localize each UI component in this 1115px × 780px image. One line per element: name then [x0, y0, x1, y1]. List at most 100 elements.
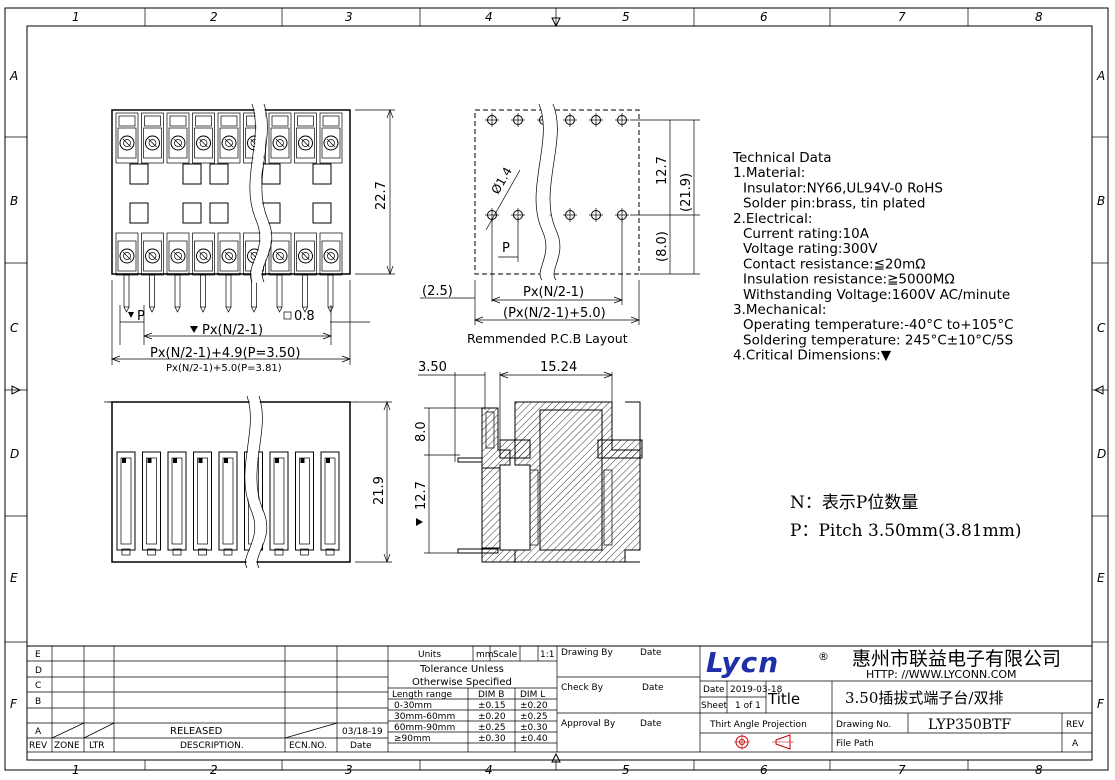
zone-col-8-bottom: 8 — [1035, 763, 1043, 777]
hdr-rev: REV — [29, 741, 48, 751]
tolerance-line-1: Tolerance Unless — [419, 664, 504, 675]
zone-col-6-bottom: 6 — [760, 763, 768, 777]
zone-row-d-left: D — [10, 447, 19, 461]
tech-line-12: Operating temperature:-40°C to+105°C — [743, 317, 1014, 333]
terminal-bottom-9 — [319, 232, 343, 276]
tol-header-1: Length range — [392, 690, 453, 700]
side-dim-127: 12.7 — [414, 481, 429, 510]
zone-row-e-left: E — [10, 571, 18, 585]
zone-row-c-right: C — [1097, 321, 1106, 335]
approval-by-date-label: Date — [640, 719, 662, 729]
pcb-layout-view: 12.7 (21.9) (8.0) Ø1.4 P (2.5) Px(N/2-1)… — [420, 101, 700, 346]
sheet-label: Sheet — [701, 701, 727, 711]
zone-row-c-left: C — [10, 321, 19, 335]
projection-label: Thirt Angle Projection — [709, 720, 807, 730]
terminal-bottom-1 — [115, 232, 139, 276]
housing-window — [129, 202, 149, 224]
square-symbol — [283, 311, 292, 320]
technical-data: Technical Data1.Material:Insulator:NY66,… — [732, 150, 1014, 364]
terminal-bottom-3 — [166, 232, 190, 276]
terminal-bottom-7 — [268, 232, 292, 276]
tolerance-block: Units mm Scale 1:1 Tolerance Unless Othe… — [388, 646, 558, 752]
drawing-by-date-label: Date — [640, 648, 662, 658]
zone-row-f-right: F — [1097, 697, 1105, 711]
front-dim-pin: 0.8 — [294, 309, 315, 324]
approval-by-label: Approval By — [561, 719, 616, 729]
zone-row-e-right: E — [1097, 571, 1105, 585]
units-label: Units — [418, 650, 441, 660]
side-section-view: 3.50 15.24 8.0 12.7 — [414, 360, 643, 563]
housing-window — [209, 202, 229, 224]
tol-cell: 60mm-90mm — [394, 723, 455, 733]
scale-value: 1:1 — [540, 650, 554, 660]
housing-window — [312, 163, 332, 185]
zone-col-2-top: 2 — [210, 10, 218, 24]
drawing-no-value: LYP350BTF — [928, 717, 1011, 733]
company-block: Lycn ® 惠州市联益电子有限公司 HTTP: //WWW.LYCONN.CO… — [700, 646, 1092, 752]
zone-row-b-left: B — [10, 194, 18, 208]
tol-cell: 0-30mm — [394, 701, 432, 711]
side-dim-80: 8.0 — [414, 421, 429, 442]
released-date: 03/18-19 — [342, 727, 383, 737]
front-dim-p: P — [137, 309, 145, 324]
third-angle-projection-icon — [734, 734, 794, 750]
hdr-zone: ZONE — [54, 741, 80, 751]
units-value: mm — [476, 650, 494, 660]
zone-col-1-top: 1 — [72, 10, 80, 24]
terminal-top-7 — [268, 112, 292, 164]
zone-row-d-right: D — [1097, 447, 1106, 461]
terminal-top-3 — [166, 112, 190, 164]
centering-marks — [11, 17, 1104, 763]
terminal-top-8 — [294, 112, 317, 164]
file-path-label: File Path — [836, 739, 874, 749]
housing-window — [312, 202, 332, 224]
zone-col-1-bottom: 1 — [72, 763, 80, 777]
tech-line-13: Soldering temperature: 245°C±10°C/5S — [743, 332, 1013, 348]
tech-line-6: Current rating:10A — [743, 226, 870, 242]
bottom-slot-2 — [142, 451, 161, 551]
zone-row-f-left: F — [10, 697, 18, 711]
company-url: HTTP: //WWW.LYCONN.COM — [866, 668, 1017, 681]
hdr-description: DESCRIPTION. — [180, 741, 244, 751]
side-dim-1524: 15.24 — [540, 360, 577, 375]
company-name-cn: 惠州市联益电子有限公司 — [852, 648, 1061, 670]
tech-line-8: Contact resistance:≦20mΩ — [743, 256, 926, 272]
tech-line-3: Insulator:NY66,UL94V-0 RoHS — [743, 180, 943, 196]
side-dim-350: 3.50 — [418, 360, 447, 375]
pcb-dim-span-total: (Px(N/2-1)+5.0) — [503, 306, 606, 321]
hdr-ltr: LTR — [89, 741, 105, 751]
tol-cell: ±0.15 — [478, 701, 506, 711]
bottom-slot-1 — [116, 451, 136, 551]
zone-col-4-top: 4 — [485, 10, 493, 24]
pcb-dim-127: 12.7 — [655, 156, 670, 185]
bottom-slot-4 — [193, 451, 212, 551]
zone-col-3-top: 3 — [345, 10, 353, 24]
housing-window — [182, 202, 202, 224]
tol-cell: ±0.20 — [520, 701, 548, 711]
terminal-top-5 — [217, 112, 241, 164]
front-dim-total-alt: Px(N/2-1)+5.0(P=3.81) — [166, 363, 282, 374]
tech-line-1: Technical Data — [732, 150, 832, 166]
date-value: 2019-03-18 — [730, 685, 783, 695]
title-value: 3.50插拔式端子台/双排 — [845, 689, 1003, 707]
pcb-caption: Remmended P.C.B Layout — [467, 331, 628, 346]
pcb-dim-25: (2.5) — [422, 284, 453, 299]
hdr-date: Date — [350, 741, 372, 751]
tol-cell: 30mm-60mm — [394, 712, 455, 722]
housing-window — [261, 163, 281, 185]
tech-line-7: Voltage rating:300V — [743, 241, 878, 257]
terminal-top-9 — [319, 112, 343, 164]
zone-col-6-top: 6 — [760, 10, 768, 24]
registered-mark: ® — [818, 650, 829, 663]
terminal-bottom-8 — [294, 232, 317, 276]
terminal-bottom-2 — [141, 232, 164, 276]
front-dim-span: Px(N/2-1) — [202, 323, 263, 338]
tol-header-2: DIM B — [478, 690, 504, 700]
housing-window — [182, 163, 202, 185]
rev-row-a: A — [35, 727, 42, 737]
zone-col-8-top: 8 — [1035, 10, 1043, 24]
tech-line-11: 3.Mechanical: — [733, 302, 826, 318]
bottom-slot-5 — [218, 451, 238, 551]
signature-block: Drawing By Date Check By Date Approval B… — [557, 646, 701, 752]
terminal-bottom-5 — [217, 232, 241, 276]
